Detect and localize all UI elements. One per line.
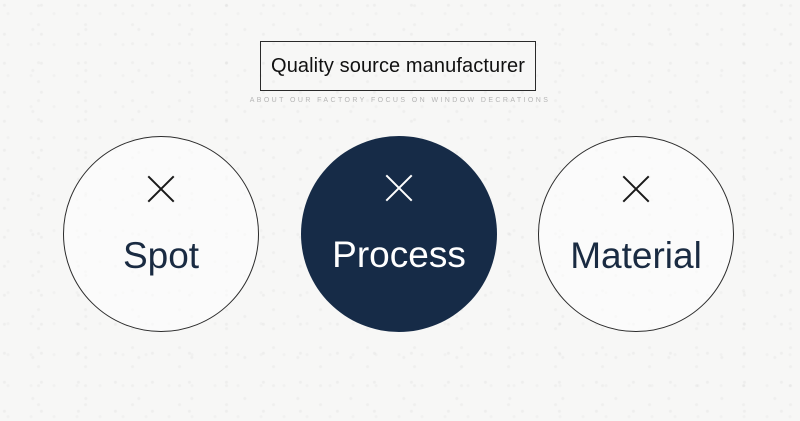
close-icon bbox=[147, 175, 175, 203]
page-title: Quality source manufacturer bbox=[271, 54, 525, 77]
close-icon bbox=[622, 175, 650, 203]
feature-circle-process: Process bbox=[301, 136, 497, 332]
feature-label-spot: Spot bbox=[122, 235, 200, 276]
feature-circle-material: Material bbox=[538, 136, 734, 332]
title-box: Quality source manufacturer bbox=[260, 41, 536, 91]
feature-circle-spot: Spot bbox=[63, 136, 259, 332]
feature-label-material: Material bbox=[570, 235, 702, 276]
page-subtitle: ABOUT OUR FACTORY FOCUS ON WINDOW DECRAT… bbox=[249, 97, 551, 104]
close-icon bbox=[385, 174, 413, 202]
feature-label-process: Process bbox=[332, 234, 466, 275]
